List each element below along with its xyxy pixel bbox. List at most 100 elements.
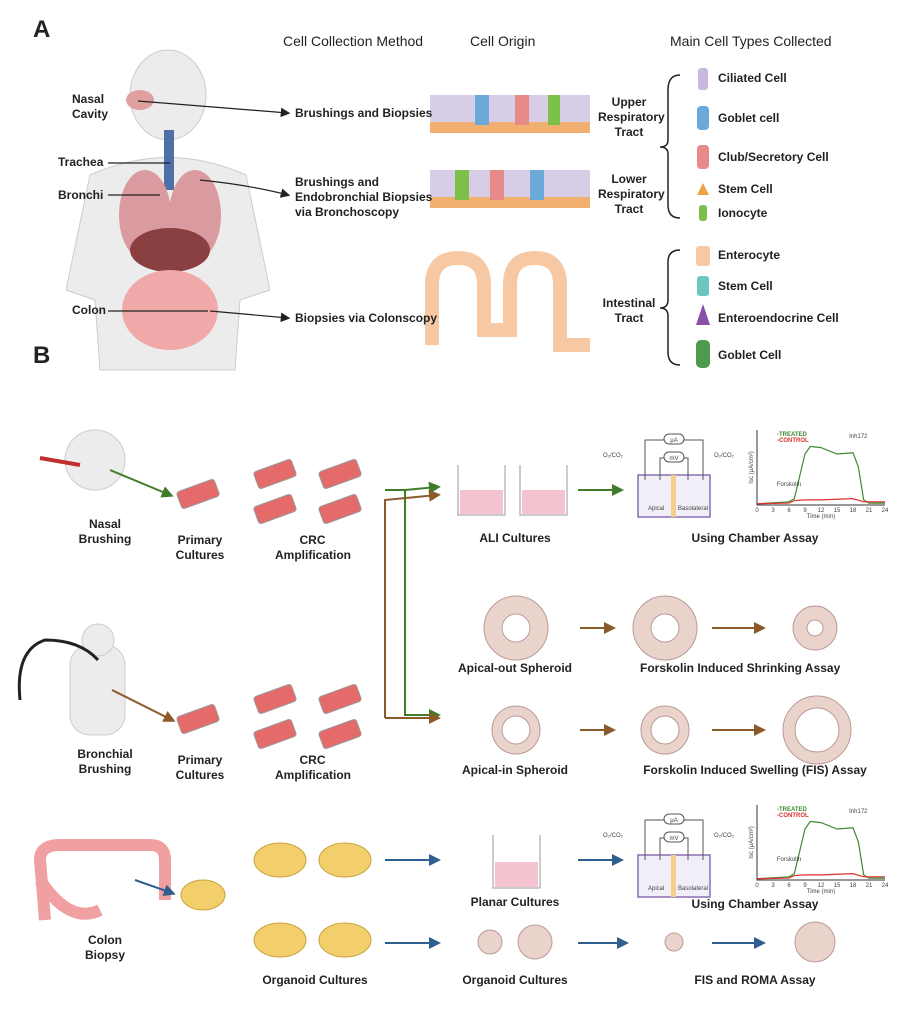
x-tick: 15 [834, 508, 841, 514]
apical-label: Apical [648, 886, 664, 892]
y-axis-label: Isc (μA/cm²) [749, 451, 755, 483]
series-line-control [756, 498, 885, 505]
method-2: Brushings and Endobronchial Biopsies via… [295, 175, 433, 219]
annotation-inh172: Inh172 [849, 809, 868, 815]
transwell-inserts [457, 465, 568, 889]
cell-club: Club/Secretory Cell [718, 150, 829, 164]
header-method: Cell Collection Method [283, 33, 424, 49]
cell-enterocyte: Enterocyte [718, 248, 781, 262]
method-1: Brushings and Biopsies [295, 106, 433, 120]
header-origin: Cell Origin [470, 33, 536, 49]
x-axis-label: Time (min) [807, 514, 835, 520]
label-primary-cultures-2: Primary Cultures [175, 753, 225, 782]
label-colon-biopsy: Colon Biopsy [84, 933, 125, 962]
cell-type-icons [696, 68, 710, 368]
series-line-treated [756, 445, 885, 505]
lower-airway-epithelium [430, 170, 590, 208]
colon-illustration [33, 839, 171, 921]
label-ussing-1: Using Chamber Assay [691, 531, 819, 545]
label-apical-in: Apical-in Spheroid [461, 763, 568, 777]
x-tick: 21 [866, 508, 873, 514]
apical-label: Apical [648, 506, 664, 512]
tract-intestinal: Intestinal Tract [602, 296, 656, 325]
ua-label: μA [670, 438, 677, 444]
x-tick: 12 [818, 883, 825, 889]
label-apical-out: Apical-out Spheroid [458, 661, 572, 675]
label-crc-1: CRC Amplification [275, 533, 352, 562]
label-crc-2: CRC Amplification [275, 753, 352, 782]
gas-label: O₂/CO₂ [603, 833, 624, 839]
x-tick: 3 [771, 508, 775, 514]
annotation-forskolin: Forskolin [777, 482, 801, 488]
tract-upper: Upper Respiratory Tract [598, 95, 665, 139]
annotation-forskolin: Forskolin [777, 857, 801, 863]
x-tick: 18 [850, 883, 857, 889]
series-line-treated [756, 820, 885, 880]
x-tick: 0 [755, 883, 759, 889]
x-tick: 9 [803, 883, 807, 889]
label-planar: Planar Cultures [470, 895, 560, 909]
gas-label: O₂/CO₂ [603, 453, 624, 459]
x-tick: 9 [803, 508, 807, 514]
spheroids [477, 595, 852, 963]
cell-intestinal-goblet: Goblet Cell [718, 348, 782, 362]
cell-ciliated: Ciliated Cell [718, 71, 787, 85]
panel-b-label: B [33, 342, 51, 369]
axes [756, 430, 885, 506]
x-tick: 24 [882, 508, 889, 514]
label-nasal-cavity: Nasal Cavity [72, 92, 109, 121]
culture-flasks [176, 459, 362, 749]
mv-label: mV [670, 836, 679, 842]
x-axis-label: Time (min) [807, 889, 835, 895]
intestinal-villi [425, 250, 590, 352]
label-shrinking: Forskolin Induced Shrinking Assay [640, 661, 841, 675]
organoid-dishes [180, 842, 372, 958]
x-tick: 12 [818, 508, 825, 514]
tract-lower: Lower Respiratory Tract [598, 172, 665, 216]
label-ussing-2: Using Chamber Assay [691, 897, 819, 911]
cell-stem: Stem Cell [718, 182, 773, 196]
x-tick: 15 [834, 883, 841, 889]
cell-ionocyte: Ionocyte [718, 206, 768, 220]
x-tick: 0 [755, 508, 759, 514]
cell-enteroendocrine: Enteroendocrine Cell [718, 311, 839, 325]
ussing-chamber-1: μA mV O₂/CO₂ O₂/CO₂ Apical Basolateral [603, 433, 735, 518]
annotation-inh172: Inh172 [849, 434, 868, 440]
upper-airway-epithelium [430, 95, 590, 133]
label-fis-roma: FIS and ROMA Assay [694, 973, 816, 987]
cell-goblet: Goblet cell [718, 111, 780, 125]
x-tick: 6 [787, 883, 791, 889]
x-tick: 3 [771, 883, 775, 889]
panel-a-label: A [33, 16, 51, 43]
basolateral-label: Basolateral [678, 886, 708, 892]
series-line-control [756, 873, 885, 880]
label-nasal-brushing: Nasal Brushing [78, 517, 132, 546]
cell-intestinal-stem: Stem Cell [718, 279, 773, 293]
legend-control: -CONTROL [777, 813, 809, 819]
x-tick: 6 [787, 508, 791, 514]
label-organoid-1: Organoid Cultures [262, 973, 368, 987]
label-primary-cultures-1: Primary Cultures [175, 533, 225, 562]
legend-control: -CONTROL [777, 438, 809, 444]
label-bronchial-brushing: Bronchial Brushing [77, 747, 133, 776]
axes [756, 805, 885, 881]
x-tick: 18 [850, 508, 857, 514]
human-body-illustration [65, 49, 271, 371]
label-colon: Colon [72, 303, 106, 317]
y-axis-label: Isc (μA/cm²) [749, 826, 755, 858]
mv-label: mV [670, 456, 679, 462]
gas-label: O₂/CO₂ [714, 453, 735, 459]
label-bronchi: Bronchi [58, 188, 104, 202]
header-types: Main Cell Types Collected [670, 33, 832, 49]
legend-treated: -TREATED [777, 807, 808, 813]
label-organoid-2: Organoid Cultures [462, 973, 568, 987]
method-3: Biopsies via Colonscopy [295, 311, 438, 325]
basolateral-label: Basolateral [678, 506, 708, 512]
x-tick: 24 [882, 883, 889, 889]
gas-label: O₂/CO₂ [714, 833, 735, 839]
